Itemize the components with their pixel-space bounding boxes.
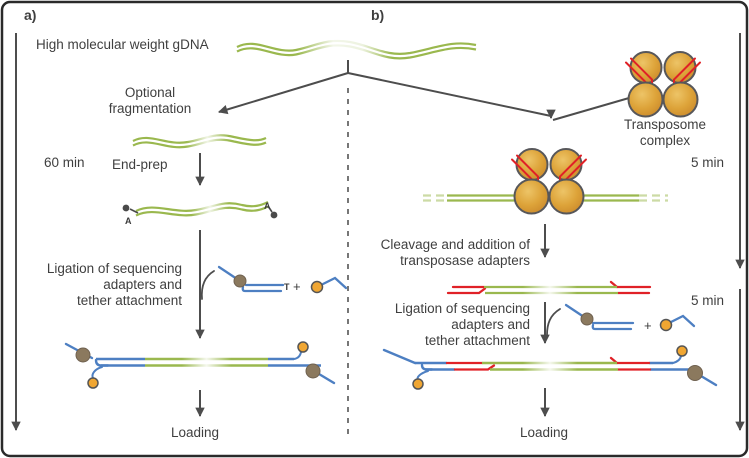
motor-protein-icon (305, 363, 321, 379)
ligation-b-label: Ligation of sequencing adapters and teth… (394, 301, 530, 348)
fragmentation-label: Optional fragmentation (108, 85, 192, 116)
transposome-icon (511, 148, 587, 215)
duration-b1-label: 5 min (691, 155, 725, 170)
gdna-label: High molecular weight gDNA (36, 37, 209, 52)
duration-b2-label: 5 min (691, 293, 725, 308)
duration-a-label: 60 min (44, 155, 85, 170)
end-prep-label: End-prep (112, 157, 168, 172)
plus-sign-a: + (293, 279, 301, 294)
branch-line-right (347, 72, 552, 117)
phosphate-link-right (267, 205, 273, 213)
tether-icon (297, 341, 309, 353)
da-tail-label-right: A (264, 201, 271, 211)
transposome-icon (625, 51, 701, 118)
motor-protein-icon (580, 312, 594, 326)
tether-tail (321, 276, 348, 290)
plus-sign-b: + (644, 318, 652, 333)
phosphate-dot-right (270, 211, 278, 219)
sequencing-adapter-b: + (564, 303, 696, 333)
library-construct-a (64, 341, 336, 389)
adapter-join-hook-a (200, 270, 215, 300)
phosphate-dot-left (122, 204, 130, 212)
panel-b-label: b) (371, 7, 385, 23)
branch-arrow-left (217, 72, 349, 115)
ligation-a-label: Ligation of sequencing adapters and teth… (46, 261, 182, 308)
sequencing-adapter-a: T + (217, 265, 348, 294)
fragment-dna (132, 134, 267, 149)
cleaved-construct (446, 280, 652, 295)
adapter-bottom-strand (241, 285, 283, 293)
t-overhang-label: T (284, 282, 290, 292)
panel-a-label: a) (24, 7, 37, 23)
process-arrows (11, 33, 745, 437)
motor-protein-icon (233, 274, 247, 288)
tether-icon (659, 318, 673, 332)
end-prep-dna: A A (122, 201, 278, 226)
tether-icon (676, 345, 688, 357)
transposome-join-line (552, 97, 630, 121)
adapter-join-hook-b (546, 308, 561, 336)
loading-b-label: Loading (520, 425, 569, 440)
tether-icon (412, 378, 424, 390)
tether-icon (310, 280, 324, 294)
gdna-strand (236, 39, 477, 60)
transposome-label: Transposome complex (623, 117, 707, 148)
library-construct-b (382, 345, 718, 390)
transposase-adapter (446, 287, 487, 295)
da-tail-label-left: A (125, 216, 132, 226)
tether-icon (87, 377, 99, 389)
adapter-leader-strand (217, 265, 239, 281)
loading-a-label: Loading (171, 425, 220, 440)
motor-protein-icon (687, 365, 703, 381)
cleavage-label: Cleavage and addition of transposase ada… (380, 237, 530, 268)
phosphate-link-left (129, 208, 139, 214)
motor-protein-icon (75, 347, 91, 363)
